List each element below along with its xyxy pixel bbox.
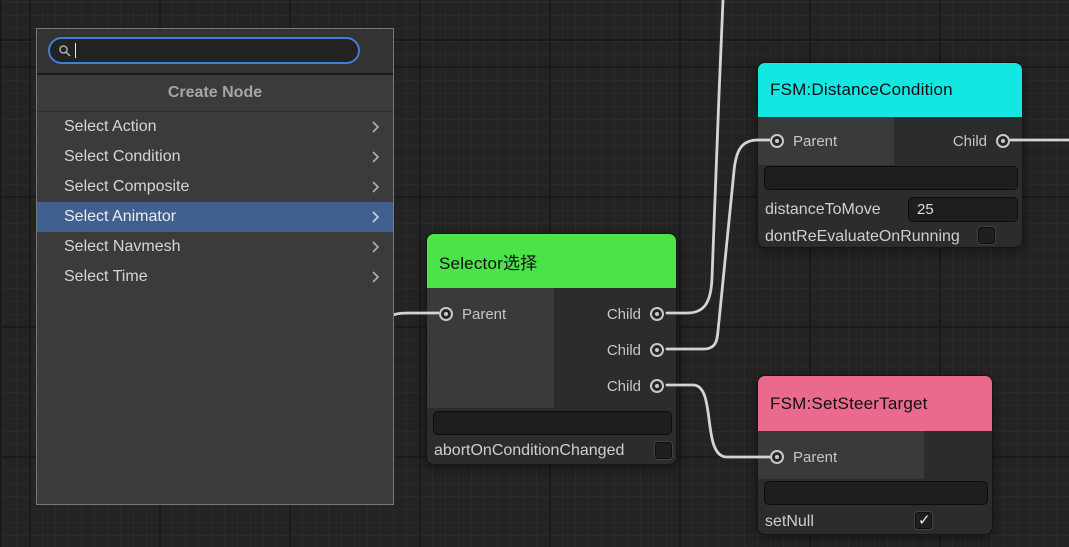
chevron-right-icon xyxy=(371,240,380,254)
selector-comment-field[interactable] xyxy=(433,411,672,435)
child-port-1[interactable] xyxy=(650,307,664,321)
dont-reevaluate-on-running-label: dontReEvaluateOnRunning xyxy=(765,228,960,245)
parent-port-label: Parent xyxy=(462,305,507,323)
search-input[interactable] xyxy=(76,41,330,60)
node-set-steer-target-header[interactable]: FSM:SetSteerTarget xyxy=(758,376,992,431)
node-title: FSM:DistanceCondition xyxy=(770,80,953,99)
menu-item-select-animator[interactable]: Select Animator xyxy=(37,202,393,232)
child-port-label: Child xyxy=(606,377,641,395)
distance-condition-comment-field[interactable] xyxy=(764,166,1018,190)
search-strip xyxy=(37,29,393,75)
node-set-steer-target[interactable]: FSM:SetSteerTarget Parent setNull xyxy=(757,375,993,535)
child-port[interactable] xyxy=(996,134,1010,148)
set-null-label: setNull xyxy=(765,513,814,530)
menu-item-select-navmesh[interactable]: Select Navmesh xyxy=(37,232,393,262)
child-port-label: Child xyxy=(606,305,641,323)
chevron-right-icon xyxy=(371,150,380,164)
node-distance-condition[interactable]: FSM:DistanceCondition Parent Child dista… xyxy=(757,62,1023,248)
child-port-label: Child xyxy=(606,341,641,359)
abort-on-condition-changed-label: abortOnConditionChanged xyxy=(434,442,625,459)
set-steer-target-comment-field[interactable] xyxy=(764,481,988,505)
parent-port-label: Parent xyxy=(793,448,838,466)
parent-port-panel xyxy=(758,431,924,479)
child-port-3[interactable] xyxy=(650,379,664,393)
parent-port[interactable] xyxy=(439,307,453,321)
menu-item-select-composite[interactable]: Select Composite xyxy=(37,172,393,202)
menu-item-select-condition[interactable]: Select Condition xyxy=(37,142,393,172)
abort-on-condition-changed-checkbox[interactable] xyxy=(654,441,673,460)
chevron-right-icon xyxy=(371,210,380,224)
parent-port[interactable] xyxy=(770,134,784,148)
search-icon xyxy=(59,44,71,56)
chevron-right-icon xyxy=(371,180,380,194)
node-title: Selector选择 xyxy=(439,253,538,273)
menu-item-select-action[interactable]: Select Action xyxy=(37,112,393,142)
distance-to-move-label: distanceToMove xyxy=(765,201,881,218)
menu-title: Create Node xyxy=(37,75,393,112)
parent-port-label: Parent xyxy=(793,132,838,150)
chevron-right-icon xyxy=(371,270,380,284)
node-distance-condition-header[interactable]: FSM:DistanceCondition xyxy=(758,63,1022,117)
dont-reevaluate-on-running-checkbox[interactable] xyxy=(977,226,996,245)
create-node-menu: Create Node Select Action Select Conditi… xyxy=(36,28,394,505)
distance-to-move-input[interactable] xyxy=(908,197,1018,222)
search-box[interactable] xyxy=(48,37,360,64)
text-caret xyxy=(75,43,76,58)
node-selector[interactable]: Selector选择 Parent Child Child Child abor… xyxy=(426,233,677,465)
set-null-checkbox[interactable] xyxy=(914,511,933,530)
chevron-right-icon xyxy=(371,120,380,134)
parent-port[interactable] xyxy=(770,450,784,464)
child-port-label: Child xyxy=(952,132,987,150)
node-selector-header[interactable]: Selector选择 xyxy=(427,234,676,288)
child-port-2[interactable] xyxy=(650,343,664,357)
node-title: FSM:SetSteerTarget xyxy=(770,393,928,413)
menu-item-select-time[interactable]: Select Time xyxy=(37,262,393,292)
